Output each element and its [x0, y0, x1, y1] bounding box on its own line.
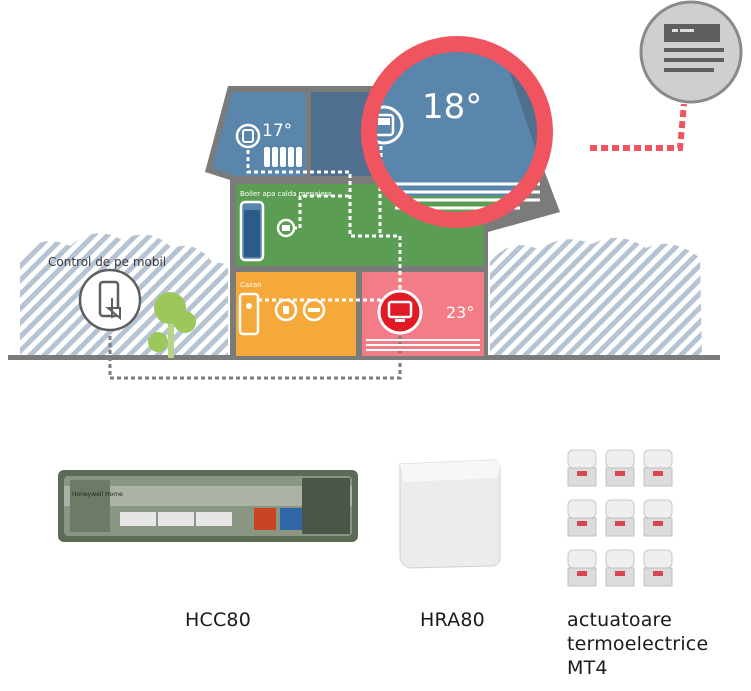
hcc80-label: HCC80 — [185, 609, 251, 631]
mobile-label: Control de pe mobil — [48, 255, 166, 269]
mt4-product-image — [567, 449, 673, 587]
actuator-unit — [605, 499, 635, 537]
cazan-label: Cazan — [240, 281, 262, 289]
actuator-unit — [643, 499, 673, 537]
radiator-icon — [264, 147, 302, 167]
mt4-label-line3: MT4 — [567, 657, 608, 679]
temp-room-pink: 23° — [446, 303, 474, 322]
temp-room1: 17° — [262, 121, 292, 141]
actuator-unit — [605, 449, 635, 487]
valve-icon-orange-1 — [274, 298, 298, 322]
valve-icon-orange-2 — [302, 298, 326, 322]
temp-zoom: 18° — [422, 87, 482, 127]
thermostat-icon — [235, 123, 261, 149]
boiler-label: Boiler apa calda menajera — [240, 190, 332, 198]
bushes-right — [490, 237, 702, 358]
valve-icon-green — [276, 218, 296, 238]
actuator-unit — [567, 549, 597, 587]
hcc80-product-image: Honeywell Home — [58, 470, 358, 542]
water-tank-icon — [239, 200, 265, 262]
underfloor-heating-pink — [366, 339, 480, 351]
actuator-unit — [567, 499, 597, 537]
actuator-unit — [567, 449, 597, 487]
meter-icon — [639, 0, 743, 104]
controller-screen-icon — [377, 289, 423, 335]
actuator-unit — [643, 449, 673, 487]
meter-link — [590, 103, 687, 151]
tree-icon — [148, 292, 196, 358]
hra80-label: HRA80 — [420, 609, 485, 631]
wiring-underground — [108, 336, 402, 380]
hcc80-brand: Honeywell Home — [72, 491, 123, 498]
mt4-label-line2: termoelectrice — [567, 633, 709, 655]
attic-room-middle — [311, 92, 371, 176]
actuator-unit — [643, 549, 673, 587]
smartphone-touch-icon — [78, 268, 142, 332]
hra80-product-image — [399, 459, 501, 569]
mt4-label-line1: actuatoare — [567, 609, 673, 631]
actuator-unit — [605, 549, 635, 587]
boiler-icon — [238, 292, 260, 336]
